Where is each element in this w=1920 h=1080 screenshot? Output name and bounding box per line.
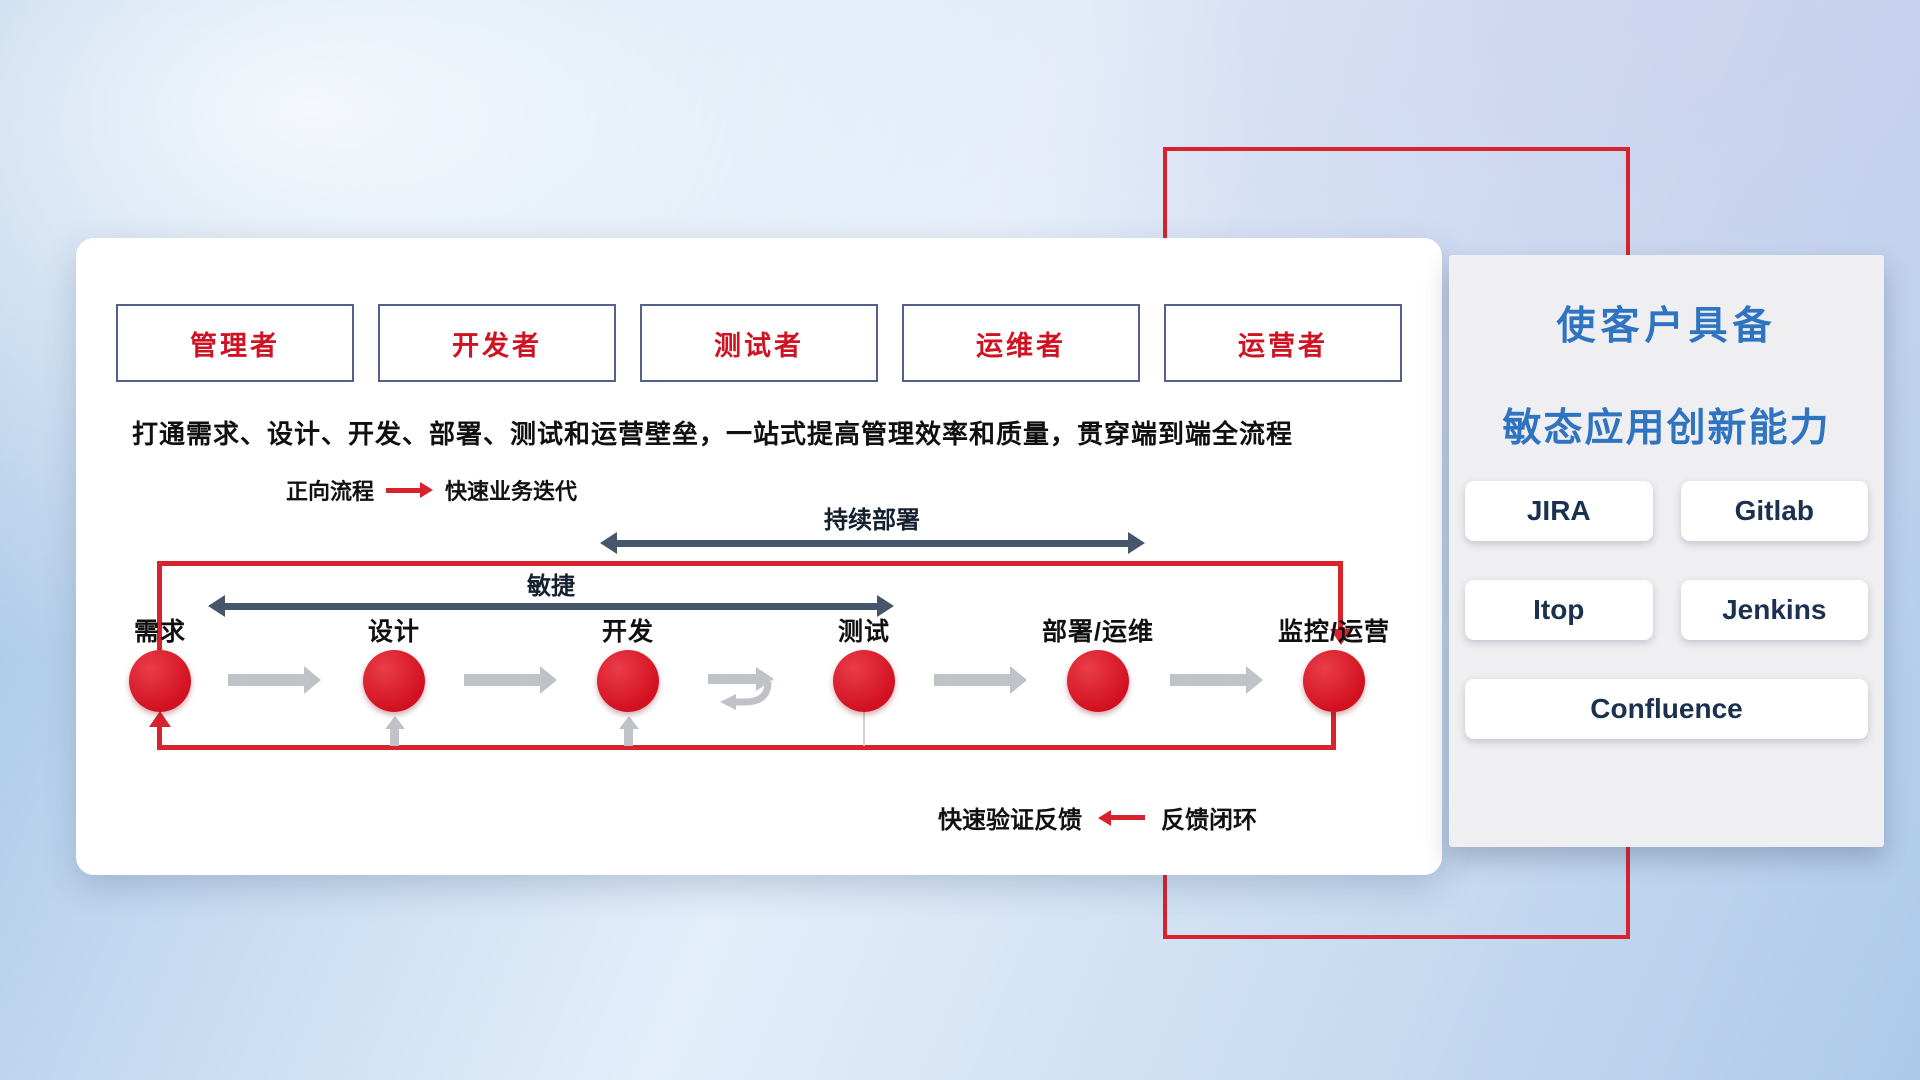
tool-itop: Itop (1465, 580, 1653, 640)
tool-jira: JIRA (1465, 481, 1653, 541)
capability-title: 使客户具备 敏态应用创新能力 (1449, 295, 1884, 453)
role-label-developer: 开发者 (452, 330, 542, 361)
capability-title-line1: 使客户具备 (1556, 305, 1777, 348)
stage-label-deploy-ops: 部署/运维 (1042, 618, 1154, 646)
stage-node-deploy-ops: 部署/运维 (998, 612, 1198, 712)
forward-flow-legend: 正向流程 快速业务迭代 (286, 474, 577, 506)
stage-node-test: 测试 (764, 612, 964, 712)
role-label-tester: 测试者 (714, 330, 804, 361)
stage-label-test: 测试 (837, 618, 890, 646)
stage-label-monitor-operate: 监控/运营 (1278, 618, 1390, 646)
stage-node-design: 设计 (294, 612, 494, 712)
forward-arrow-icon (386, 482, 434, 498)
role-label-operator: 运营者 (1238, 330, 1328, 361)
stage-label-requirement: 需求 (133, 618, 186, 646)
forward-flow-label: 正向流程 (286, 479, 375, 504)
forward-loop-line-right (1338, 561, 1343, 631)
feedback-loop-line-right (1331, 712, 1336, 750)
feedback-legend: 快速验证反馈 反馈闭环 (938, 800, 1257, 835)
roles-row: 管理者 开发者 测试者 运维者 运营者 (76, 304, 1442, 382)
feedback-arrow-icon (1098, 809, 1145, 826)
tool-gitlab: Gitlab (1680, 481, 1868, 541)
stage-circle-design (363, 650, 425, 712)
feedback-up-arrow-develop-icon (619, 716, 639, 746)
continuous-deployment-label: 持续部署 (824, 507, 920, 534)
stage-circle-test (833, 650, 895, 712)
stage-circle-requirement (129, 650, 191, 712)
continuous-deployment-arrow-icon (600, 531, 1145, 555)
stage-circle-monitor-operate (1303, 650, 1365, 712)
stage-circle-develop (597, 650, 659, 712)
tool-jenkins: Jenkins (1680, 580, 1868, 640)
role-box-ops: 运维者 (902, 304, 1140, 382)
feedback-text: 快速验证反馈 (938, 807, 1082, 834)
role-box-manager: 管理者 (116, 304, 354, 382)
role-box-developer: 开发者 (378, 304, 616, 382)
tools-grid: JIRA Gitlab Itop Jenkins Confluence (1465, 481, 1868, 739)
flow-arrow-requirement-design-icon (228, 666, 321, 694)
flow-arrow-test-deploy-icon (934, 666, 1027, 694)
stage-node-monitor-operate: 监控/运营 (1234, 612, 1434, 712)
stage-circle-deploy-ops (1067, 650, 1129, 712)
agile-arrow-icon (208, 594, 894, 618)
role-box-tester: 测试者 (640, 304, 878, 382)
capability-title-line2: 敏态应用创新能力 (1502, 407, 1831, 450)
agile-label: 敏捷 (527, 573, 575, 600)
role-label-manager: 管理者 (190, 330, 280, 361)
role-box-operator: 运营者 (1164, 304, 1402, 382)
flow-arrow-design-develop-icon (464, 666, 557, 694)
stage-node-develop: 开发 (528, 612, 728, 712)
feedback-loop-arrowhead-icon (149, 711, 171, 727)
flow-arrow-deploy-monitor-icon (1170, 666, 1263, 694)
forward-loop-line-top (157, 561, 1343, 566)
feedback-connector-test (863, 712, 865, 746)
feedback-label: 反馈闭环 (1161, 807, 1257, 834)
workflow-panel: 管理者 开发者 测试者 运维者 运营者 打通需求、设计、开发、部署、测试和运营壁… (76, 238, 1442, 875)
stage-label-design: 设计 (367, 618, 420, 646)
feedback-loop-line-left (157, 727, 162, 750)
tool-confluence: Confluence (1465, 679, 1868, 739)
iteration-loop-icon (708, 667, 774, 710)
forward-loop-line-left (157, 561, 162, 650)
forward-loop-arrowhead-icon (1330, 629, 1352, 645)
panel-description: 打通需求、设计、开发、部署、测试和运营壁垒，一站式提高管理效率和质量，贯穿端到端… (132, 419, 1294, 449)
stage-node-requirement: 需求 (60, 612, 260, 712)
role-label-ops: 运维者 (976, 330, 1066, 361)
feedback-loop-line-bottom (157, 745, 1336, 750)
forward-flow-text: 快速业务迭代 (445, 479, 578, 504)
capability-panel: 使客户具备 敏态应用创新能力 JIRA Gitlab Itop Jenkins … (1449, 255, 1884, 847)
feedback-up-arrow-design-icon (385, 716, 405, 746)
stage-label-develop: 开发 (601, 618, 654, 646)
